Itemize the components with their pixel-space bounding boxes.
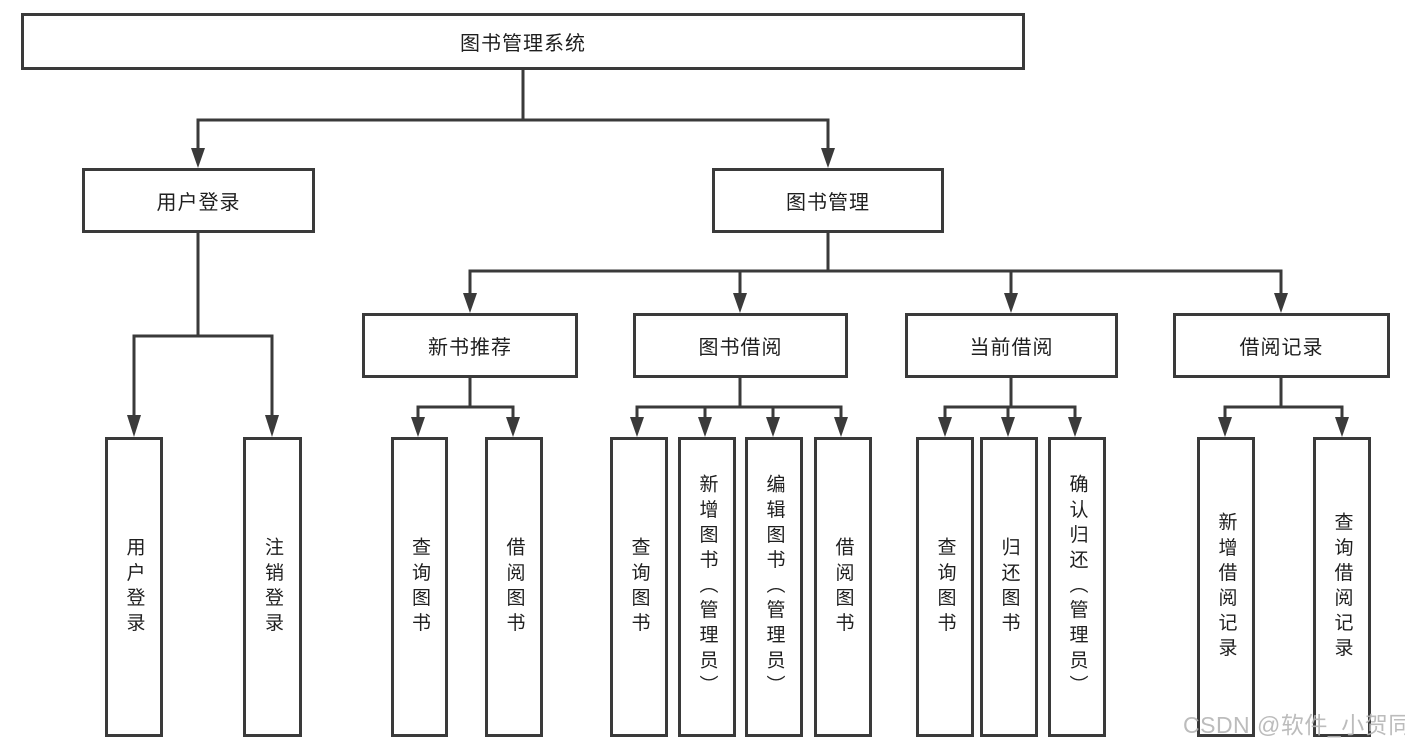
- node-label: 新书推荐: [428, 337, 512, 359]
- node-label: 图书管理: [786, 192, 870, 214]
- node-label: 图书管理系统: [460, 33, 586, 55]
- node-label: 图书借阅: [698, 337, 783, 359]
- node-label: 查询图书: [409, 536, 430, 638]
- node-label: 借阅记录: [1239, 337, 1324, 359]
- node-label: 当前借阅: [969, 337, 1054, 359]
- node-book-borrow: 图书借阅: [633, 313, 848, 378]
- node-label: 注销登录: [262, 536, 283, 638]
- node-label: 新增图书（管理员）: [696, 474, 718, 700]
- node-label: 编辑图书（管理员）: [763, 474, 785, 700]
- leaf-query-books-current: 查询图书: [916, 437, 974, 737]
- node-label: 确认归还（管理员）: [1066, 474, 1088, 700]
- leaf-logout: 注销登录: [243, 437, 302, 737]
- leaf-query-books-borrow: 查询图书: [610, 437, 668, 737]
- node-label: 借阅图书: [503, 536, 525, 638]
- leaf-return-books: 归还图书: [980, 437, 1038, 737]
- node-label: 用户登录: [156, 192, 241, 214]
- node-label: 查询借阅记录: [1331, 511, 1353, 663]
- csdn-watermark: CSDN @软件_小贺同学: [1183, 712, 1405, 738]
- leaf-confirm-return-admin: 确认归还（管理员）: [1048, 437, 1106, 737]
- node-label: 借阅图书: [832, 536, 854, 638]
- leaf-edit-books-admin: 编辑图书（管理员）: [745, 437, 803, 737]
- leaf-query-books-recommend: 查询图书: [391, 437, 448, 737]
- node-library-management-system: 图书管理系统: [21, 13, 1025, 70]
- node-user-login: 用户登录: [82, 168, 315, 233]
- leaf-add-borrow-record: 新增借阅记录: [1197, 437, 1255, 737]
- node-label: 新增借阅记录: [1215, 511, 1237, 663]
- leaf-borrow-books: 借阅图书: [814, 437, 872, 737]
- node-new-book-recommend: 新书推荐: [362, 313, 578, 378]
- node-book-management: 图书管理: [712, 168, 944, 233]
- leaf-user-login: 用户登录: [105, 437, 163, 737]
- node-label: 用户登录: [123, 536, 145, 638]
- node-current-borrow: 当前借阅: [905, 313, 1118, 378]
- leaf-add-books-admin: 新增图书（管理员）: [678, 437, 736, 737]
- node-borrow-record: 借阅记录: [1173, 313, 1390, 378]
- node-label: 归还图书: [998, 536, 1020, 638]
- leaf-borrow-books-recommend: 借阅图书: [485, 437, 543, 737]
- node-label: 查询图书: [628, 536, 650, 638]
- leaf-query-borrow-record: 查询借阅记录: [1313, 437, 1371, 737]
- node-label: 查询图书: [934, 536, 956, 638]
